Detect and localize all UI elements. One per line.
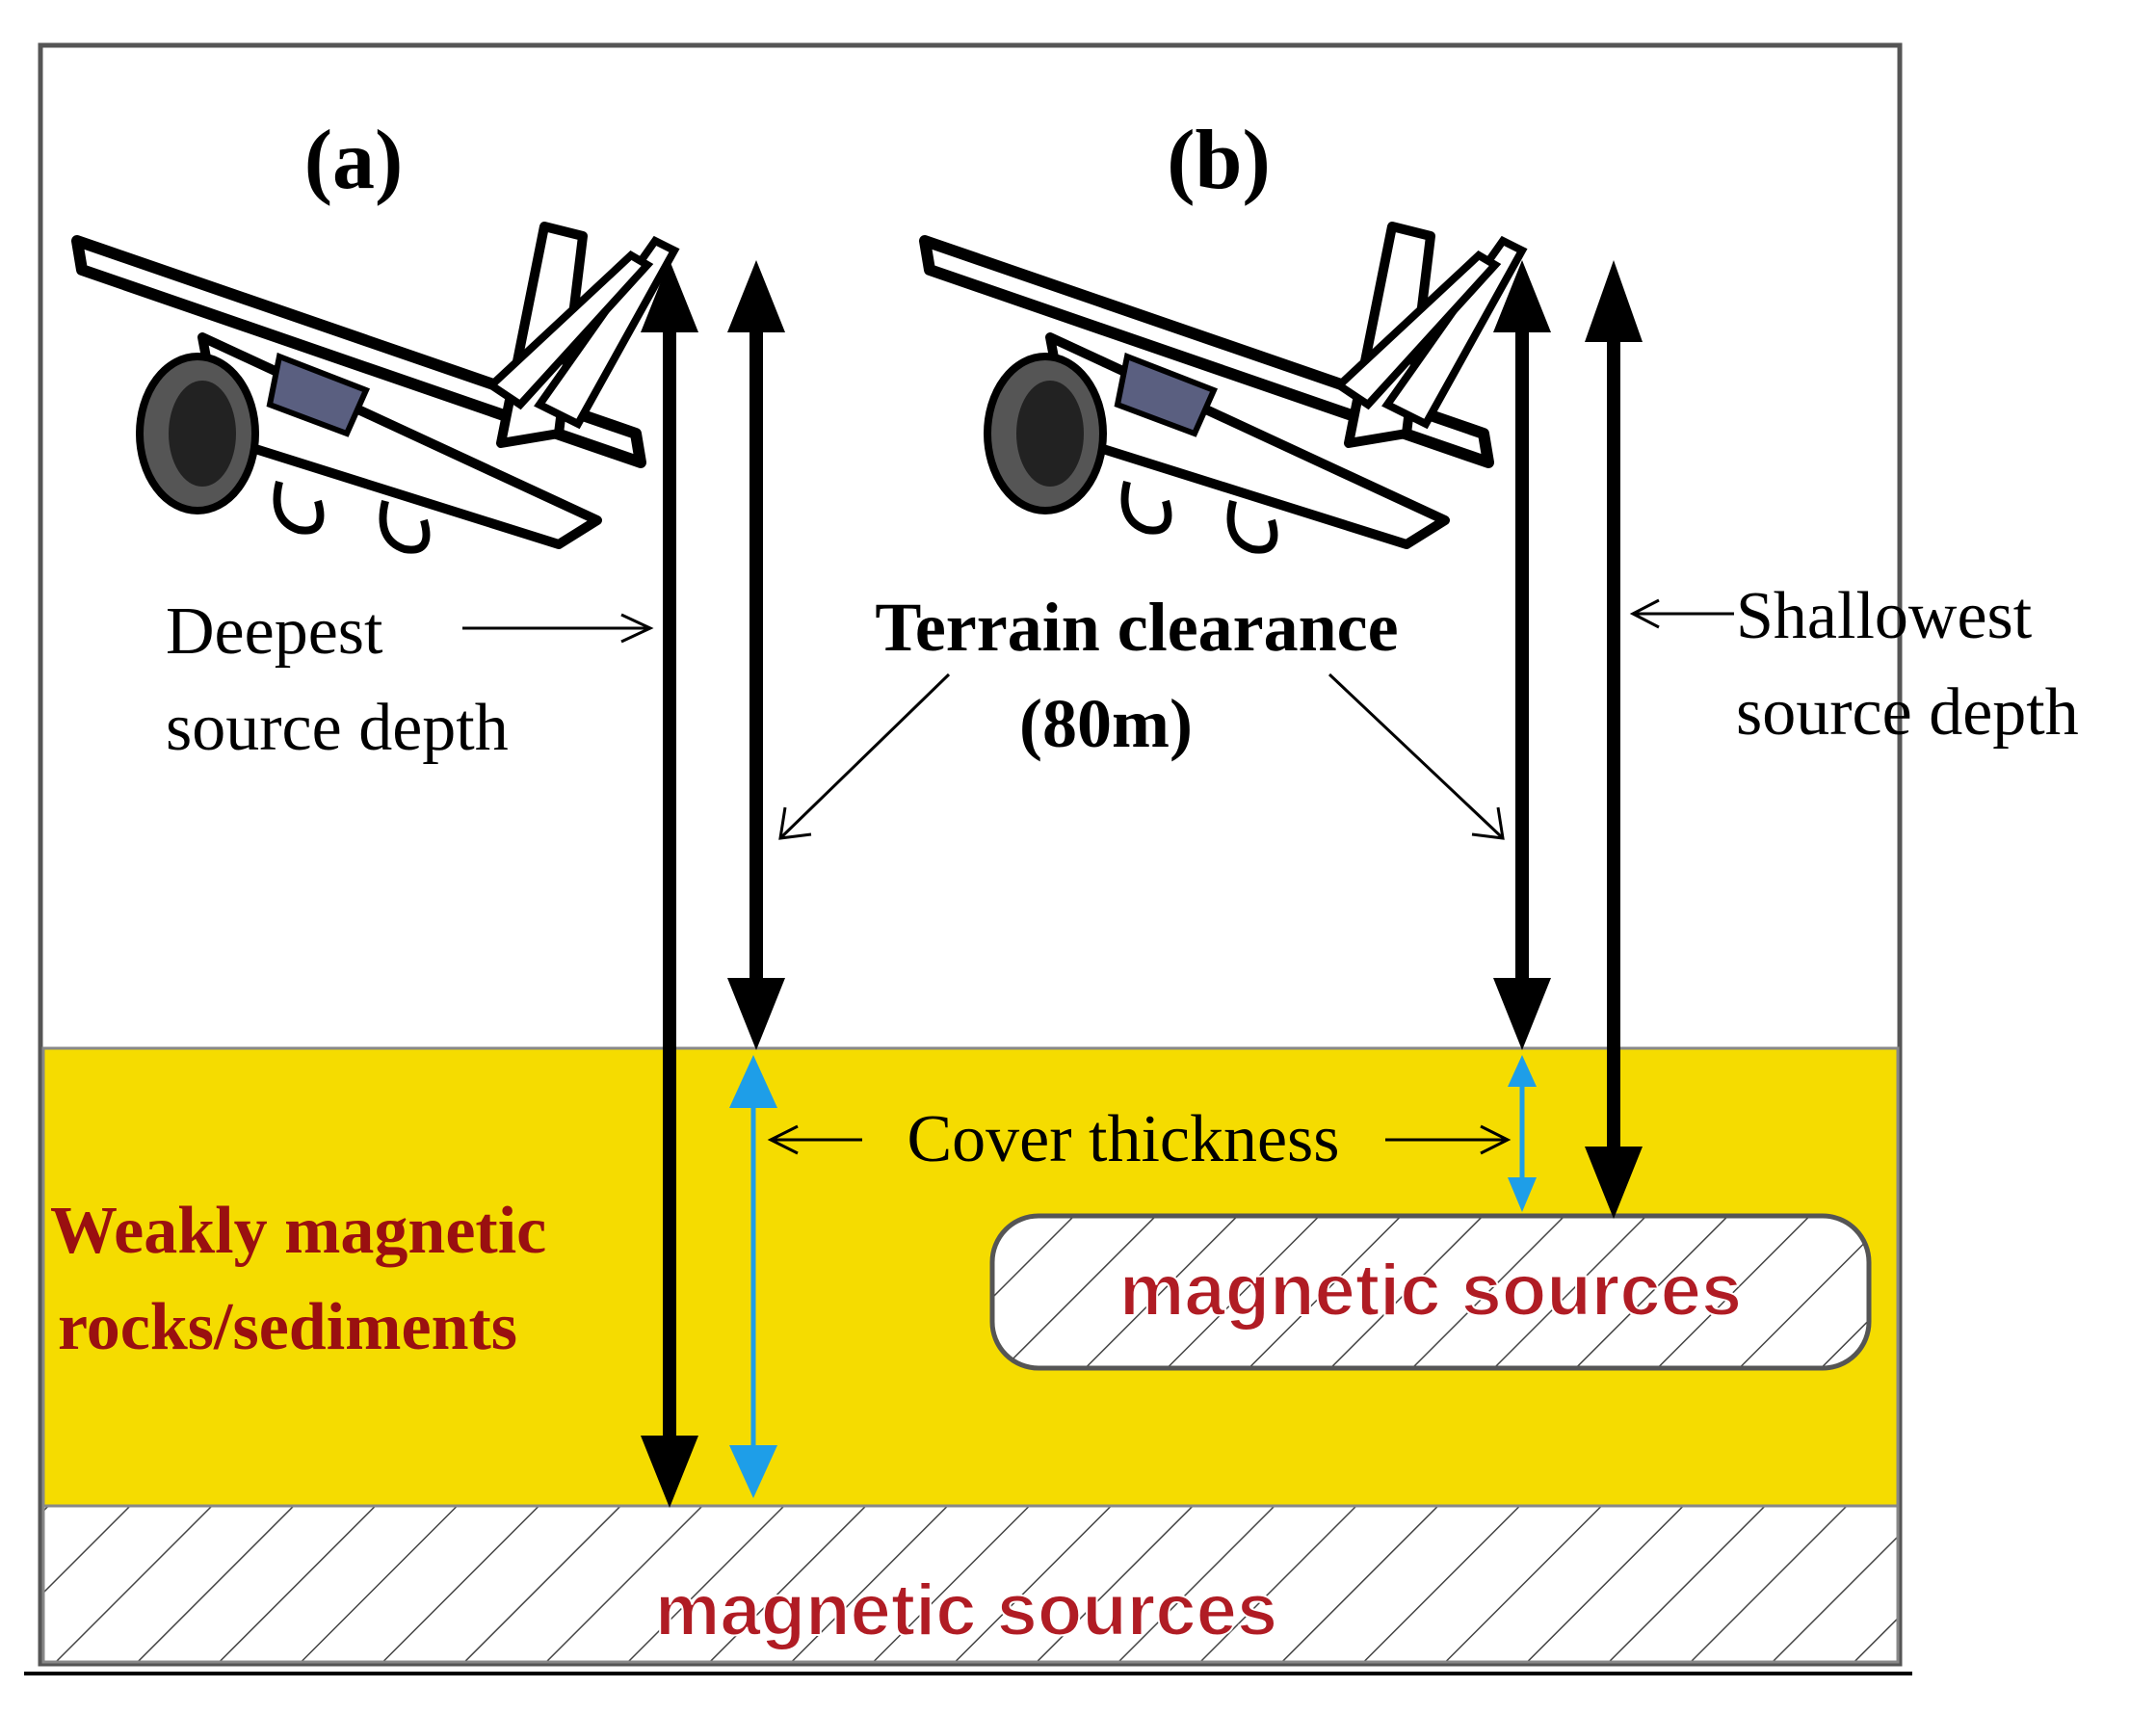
weak-rocks-label-line1: Weakly magnetic (50, 1194, 546, 1268)
shallowest-label-line2: source depth (1736, 675, 2079, 750)
magnetic-sources-basement-label: magnetic sources (655, 1569, 1277, 1651)
cover-thickness-arrow-b (1508, 1055, 1537, 1212)
shallowest-label-line1: Shallowest (1736, 579, 2033, 653)
deepest-pointer (462, 613, 654, 644)
magnetic-sources-lens-label: magnetic sources (1119, 1250, 1742, 1332)
shallowest-pointer (1629, 598, 1734, 629)
terrain-pointer-b (1328, 672, 1505, 840)
deepest-label-line1: Deepest (166, 594, 383, 669)
terrain-pointer-a (778, 672, 951, 840)
shallowest-depth-arrow-b (1585, 260, 1643, 1219)
panel-label-b: (b) (1167, 114, 1271, 207)
terrain-clearance-arrow-b (1493, 260, 1551, 1050)
cover-pointer-right (1385, 1124, 1512, 1155)
deepest-depth-arrow-a (641, 260, 698, 1508)
cover-thickness-label: Cover thickness (907, 1102, 1339, 1176)
terrain-label-line1: Terrain clearance (875, 589, 1398, 666)
deepest-label-line2: source depth (166, 691, 509, 765)
terrain-label-line2: (80m) (1019, 685, 1193, 762)
weak-rocks-label-line2: rocks/sediments (58, 1290, 517, 1364)
panel-label-a: (a) (304, 114, 404, 207)
cover-pointer-left (767, 1124, 862, 1155)
basement-hatch (41, 1504, 1900, 1664)
terrain-clearance-arrow-a (727, 260, 785, 1050)
cover-thickness-arrow-a (729, 1055, 777, 1498)
magnetic-source-lens (989, 1213, 1872, 1371)
